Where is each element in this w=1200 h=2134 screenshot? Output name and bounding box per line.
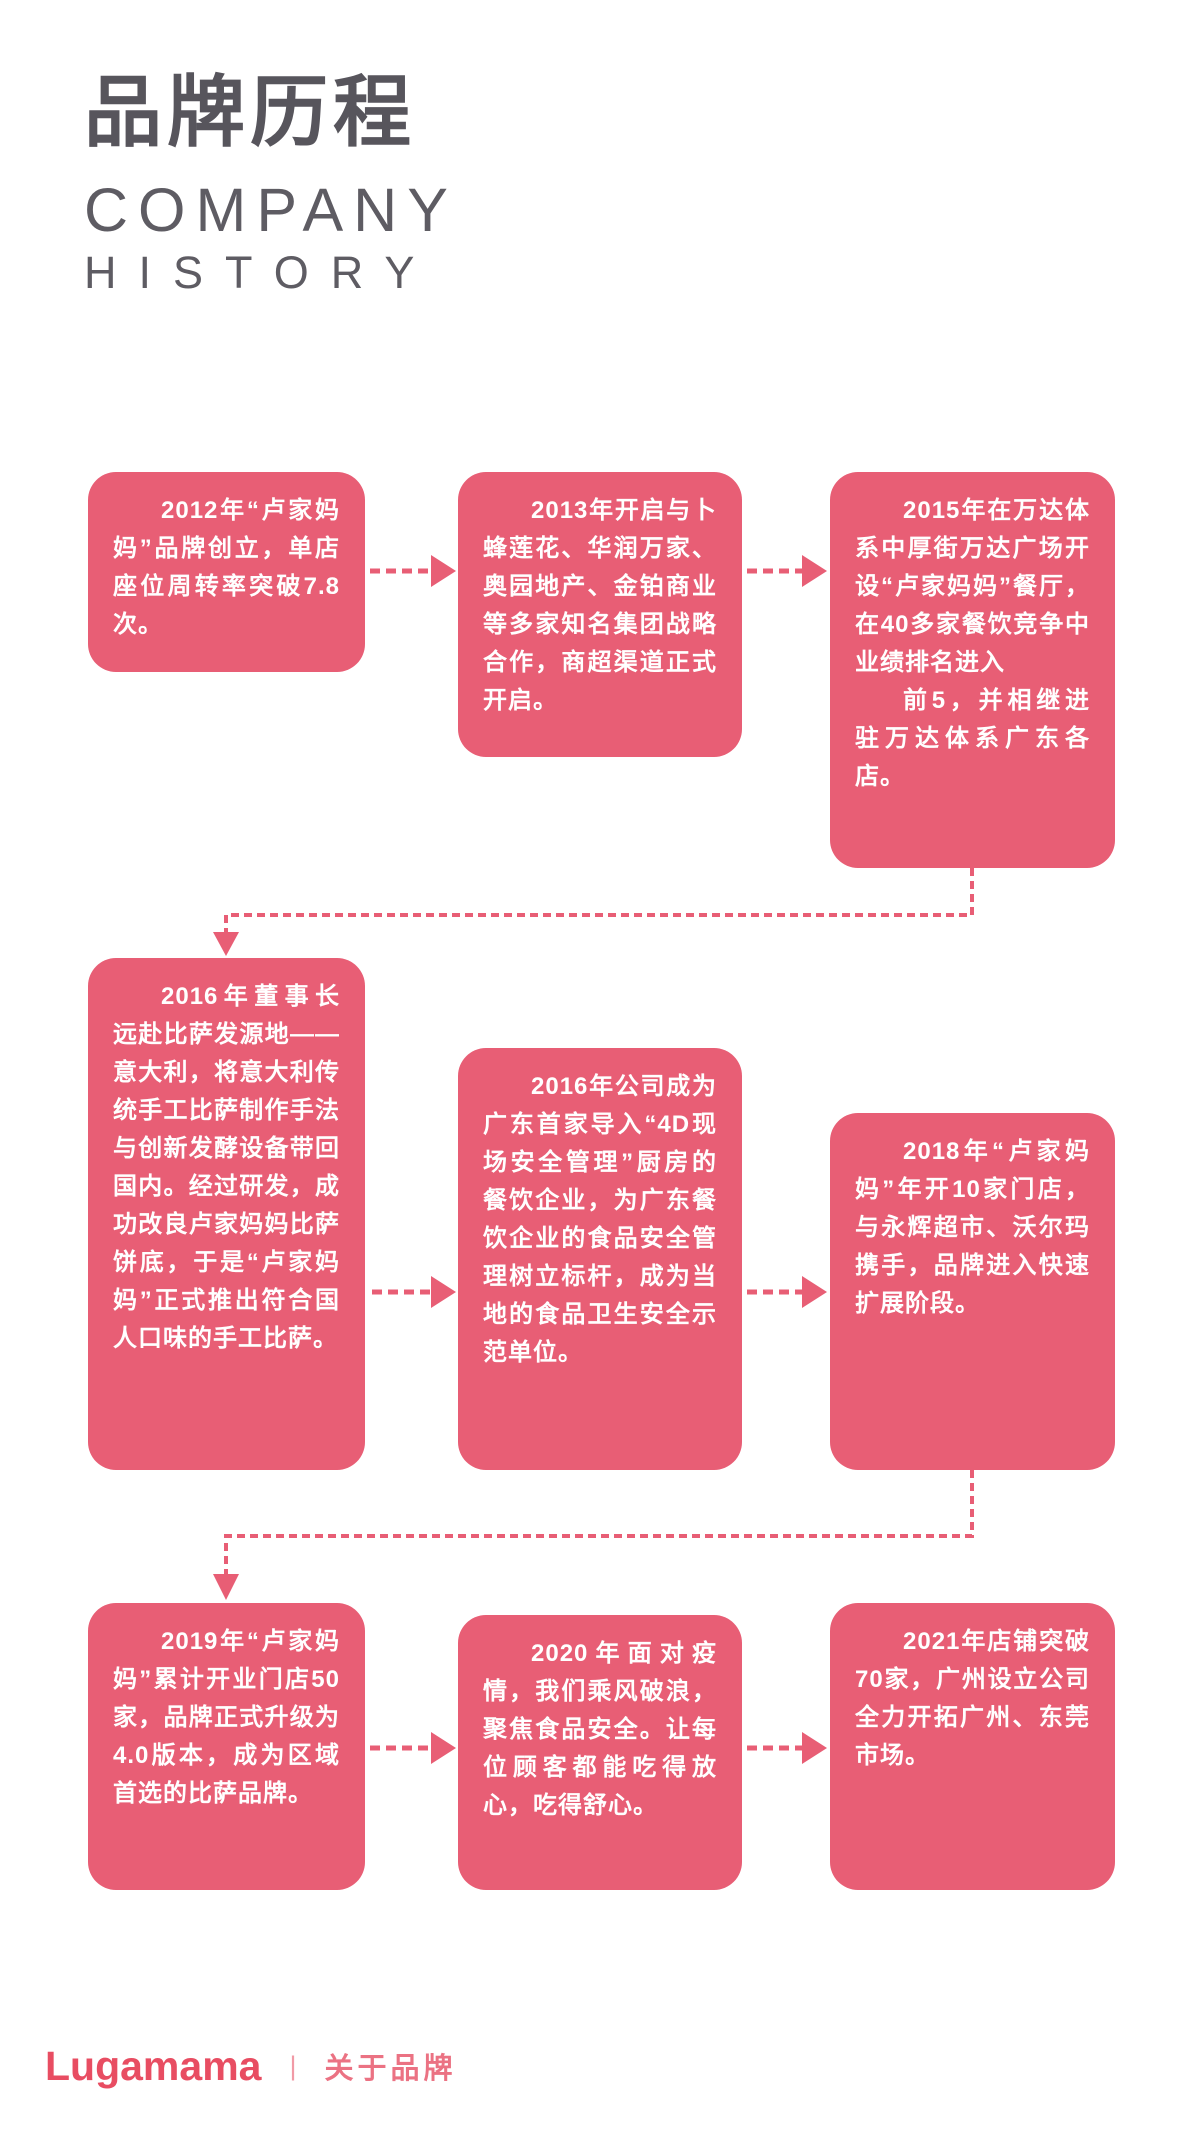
milestone-text: 2016年公司成为广东首家导入“4D现场安全管理”厨房的餐饮企业，为广东餐饮企业… — [483, 1073, 717, 1366]
dashed-connector-line — [224, 1470, 974, 1576]
arrow-right-icon — [431, 1732, 456, 1764]
milestone-text: 2021年店铺突破70家，广州设立公司全力开拓广州、东莞市场。 — [855, 1628, 1090, 1769]
milestone-text: 2020年面对疫情，我们乘风破浪，聚焦食品安全。让每位顾客都能吃得放心，吃得舒心… — [483, 1640, 717, 1819]
milestone-text: 2013年开启与卜蜂莲花、华润万家、奥园地产、金铂商业等多家知名集团战略合作，商… — [483, 497, 717, 714]
milestone-card-2016-chairman: 2016年董事长远赴比萨发源地——意大利，将意大利传统手工比萨制作手法与创新发酵… — [88, 958, 365, 1470]
milestone-text: 2012年“卢家妈妈”品牌创立，单店座位周转率突破7.8次。 — [113, 497, 340, 638]
brand-logo: Lugamama — [45, 2042, 262, 2089]
milestone-card-2016-4d: 2016年公司成为广东首家导入“4D现场安全管理”厨房的餐饮企业，为广东餐饮企业… — [458, 1048, 742, 1470]
footer: Lugamama | 关于品牌 — [45, 2042, 457, 2089]
page-title: 品牌历程 — [84, 68, 417, 156]
milestone-card-2013: 2013年开启与卜蜂莲花、华润万家、奥园地产、金铂商业等多家知名集团战略合作，商… — [458, 472, 742, 757]
milestone-text: 2019年“卢家妈妈”累计开业门店50家，品牌正式升级为4.0版本，成为区域首选… — [113, 1628, 340, 1807]
arrow-right-icon — [802, 1276, 827, 1308]
footer-label: 关于品牌 — [324, 2053, 457, 2085]
dashed-connector-line — [224, 868, 974, 934]
arrow-right-icon — [431, 1276, 456, 1308]
arrow-right-icon — [431, 555, 456, 587]
milestone-card-2015: 2015年在万达体系中厚街万达广场开设“卢家妈妈”餐厅，在40多家餐饮竞争中业绩… — [830, 472, 1115, 868]
milestone-text: 2016年董事长远赴比萨发源地——意大利，将意大利传统手工比萨制作手法与创新发酵… — [113, 983, 340, 1352]
milestone-text: 2018年“卢家妈妈”年开10家门店，与永辉超市、沃尔玛携手，品牌进入快速扩展阶… — [855, 1138, 1090, 1317]
milestone-text: 2015年在万达体系中厚街万达广场开设“卢家妈妈”餐厅，在40多家餐饮竞争中业绩… — [855, 497, 1090, 676]
page-subtitle-line2: HISTORY — [84, 247, 437, 298]
arrow-right-icon — [802, 1732, 827, 1764]
arrow-down-icon — [213, 932, 239, 956]
milestone-card-2012: 2012年“卢家妈妈”品牌创立，单店座位周转率突破7.8次。 — [88, 472, 365, 672]
milestone-card-2021: 2021年店铺突破70家，广州设立公司全力开拓广州、东莞市场。 — [830, 1603, 1115, 1890]
footer-divider: | — [289, 2050, 297, 2081]
milestone-text: 前5，并相继进驻万达体系广东各店。 — [855, 687, 1090, 790]
arrow-down-icon — [213, 1574, 239, 1600]
page-subtitle-line1: COMPANY — [84, 176, 458, 244]
arrow-right-icon — [802, 555, 827, 587]
milestone-card-2018: 2018年“卢家妈妈”年开10家门店，与永辉超市、沃尔玛携手，品牌进入快速扩展阶… — [830, 1113, 1115, 1470]
milestone-card-2019: 2019年“卢家妈妈”累计开业门店50家，品牌正式升级为4.0版本，成为区域首选… — [88, 1603, 365, 1890]
milestone-card-2020: 2020年面对疫情，我们乘风破浪，聚焦食品安全。让每位顾客都能吃得放心，吃得舒心… — [458, 1615, 742, 1890]
